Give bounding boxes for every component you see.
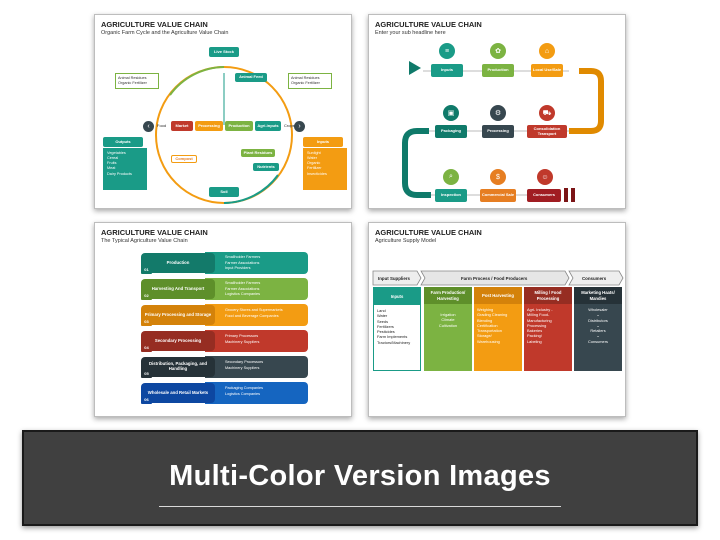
slide-thumbnail-typical-value-chain[interactable]: AGRICULTURE VALUE CHAIN The Typical Agri… (94, 222, 352, 417)
supply-header-arrows (372, 270, 624, 286)
plant-residues-box: Plant Residues (241, 149, 275, 157)
nutrients-box: Nutrients (253, 163, 279, 171)
flow-consolidation: Consolidation Transport (527, 125, 567, 138)
soil-box: Soil (209, 187, 239, 197)
flow-consumers: Consumers (527, 189, 561, 202)
farm-process-label: Farm Process / Food Producers (461, 276, 528, 281)
live-stock-box: Live Stock (209, 47, 239, 57)
flow-production: Production (482, 64, 514, 77)
chain-food: Food (157, 123, 167, 128)
slide-thumbnail-value-chain-flow[interactable]: AGRICULTURE VALUE CHAIN Enter your sub h… (368, 14, 626, 209)
flow-packaging: Packaging (435, 125, 467, 138)
flow-processing: Processing (482, 125, 514, 138)
cycle-arrows (155, 66, 293, 204)
chain-processing: Processing (195, 121, 223, 131)
slide-subtitle: Organic Farm Cycle and the Agriculture V… (101, 30, 229, 36)
slide-subtitle: Agriculture Supply Model (375, 238, 437, 244)
banner-title: Multi-Color Version Images (169, 460, 551, 492)
slide-thumbnail-organic-farm-cycle[interactable]: AGRICULTURE VALUE CHAIN Organic Farm Cyc… (94, 14, 352, 209)
title-banner: Multi-Color Version Images (22, 430, 698, 526)
transport-icon: ⛟ (539, 105, 555, 121)
column-marketing: Marketing Haats/ Mandies Wholesaler⌄Dist… (574, 287, 622, 371)
compost-box: Compost (171, 155, 197, 163)
column-milling: Milling / Food Processing Agri- Industry… (524, 287, 572, 371)
flow-local-use: Local Use/Sale (531, 64, 563, 77)
flow-inspection: Inspection (435, 189, 467, 202)
production-icon: ✿ (490, 43, 506, 59)
slide-title: AGRICULTURE VALUE CHAIN (375, 228, 482, 237)
chain-production: Production (225, 121, 253, 131)
flow-commercial-sale: Commercial Sale (480, 189, 516, 202)
slide-title: AGRICULTURE VALUE CHAIN (101, 20, 208, 29)
slide-subtitle: The Typical Agriculture Value Chain (101, 238, 188, 244)
chevron-left-icon[interactable]: ‹ (143, 121, 154, 132)
chain-agri-inputs: Agri-inputs (255, 121, 281, 131)
input-suppliers-label: Input Suppliers (378, 276, 410, 281)
slide-title: AGRICULTURE VALUE CHAIN (101, 228, 208, 237)
banner-divider (159, 506, 561, 507)
outputs-title: Outputs (103, 137, 143, 147)
chain-market: Market (171, 121, 193, 131)
chain-crops: Crops (284, 123, 295, 128)
flow-inputs: Inputs (431, 64, 463, 77)
consumers-label: Consumers (582, 276, 607, 281)
slide-subtitle: Enter your sub headline here (375, 30, 446, 36)
packaging-icon: ▣ (443, 105, 459, 121)
slide-title: AGRICULTURE VALUE CHAIN (375, 20, 482, 29)
inspection-icon: ⌕ (443, 169, 459, 185)
inputs-icon: ≡ (439, 43, 455, 59)
local-use-icon: ⌂ (539, 43, 555, 59)
inputs-title: Inputs (303, 137, 343, 147)
slide-thumbnail-supply-model[interactable]: AGRICULTURE VALUE CHAIN Agriculture Supp… (368, 222, 626, 417)
commercial-sale-icon: $ (490, 169, 506, 185)
chevron-right-icon[interactable]: › (294, 121, 305, 132)
processing-icon: ⚙ (490, 105, 506, 121)
consumers-icon: ☺ (537, 169, 553, 185)
animal-feed-box: Animal Feed (235, 73, 267, 82)
